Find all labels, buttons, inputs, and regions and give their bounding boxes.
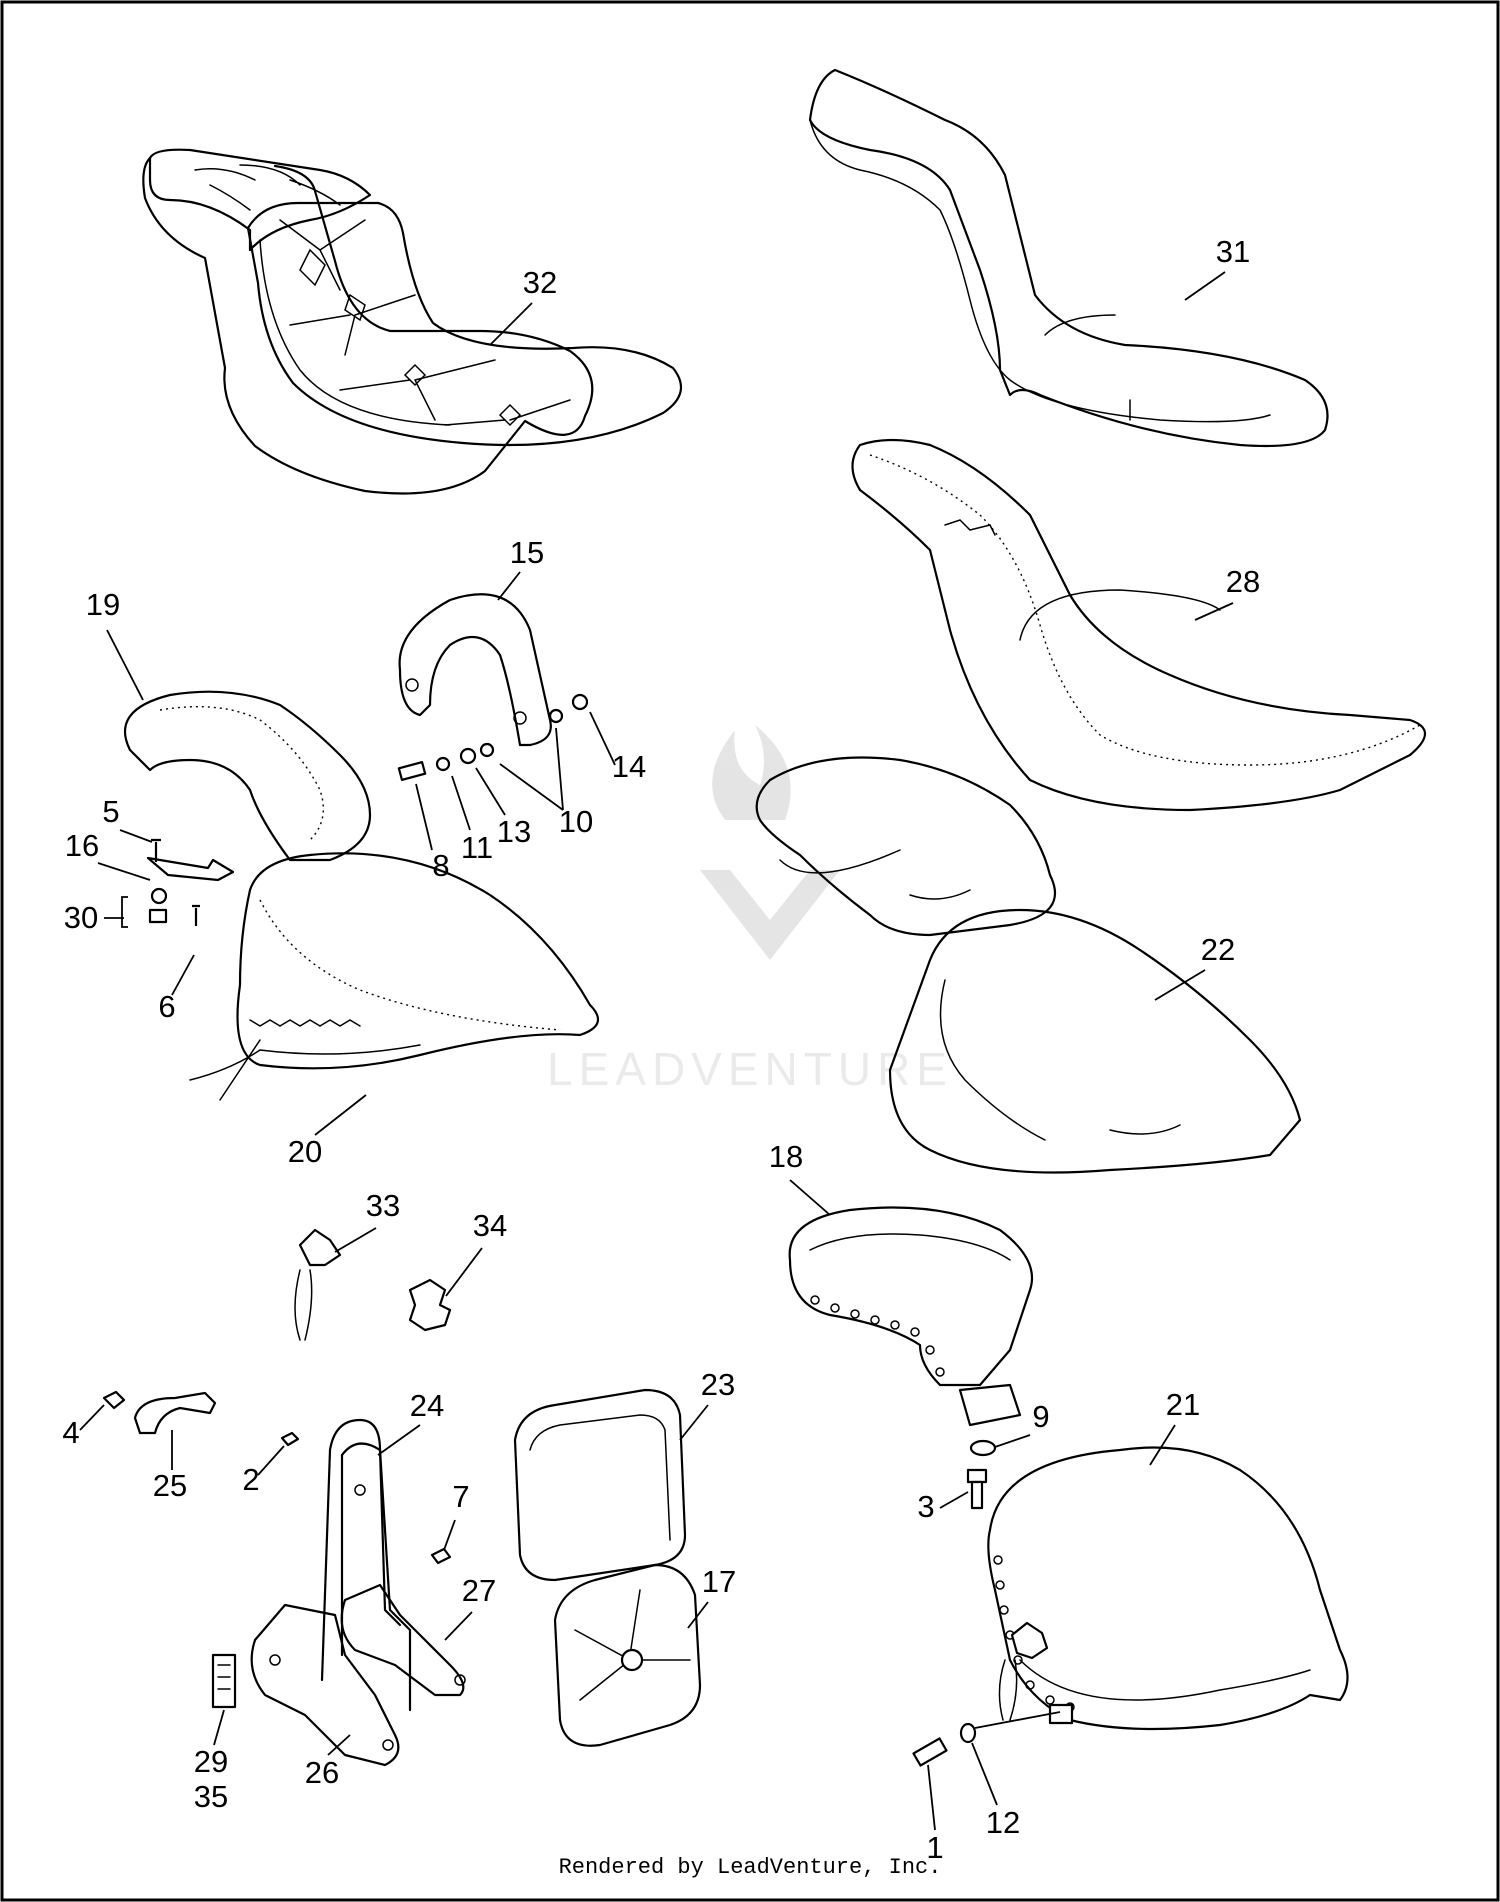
clip-34	[408, 1278, 452, 1332]
callout-2: 2	[242, 1462, 259, 1497]
solo-seat-20	[189, 852, 600, 1101]
watermark-logo	[700, 725, 840, 960]
callout-17: 17	[702, 1564, 736, 1599]
stud-row	[810, 1295, 945, 1377]
studded-solo-seat-21	[987, 1446, 1349, 1731]
seat-31-plain	[808, 68, 1329, 448]
callout-12: 12	[986, 1805, 1020, 1840]
callout-18: 18	[769, 1139, 803, 1174]
callout-27: 27	[462, 1573, 496, 1608]
callout-26: 26	[305, 1755, 339, 1790]
reflector-29-35	[211, 1653, 237, 1709]
callout-4: 4	[62, 1415, 79, 1450]
callout-21: 21	[1166, 1387, 1200, 1422]
grab-strap-15	[398, 593, 552, 747]
pillion-19	[124, 690, 372, 862]
callout-6: 6	[158, 989, 175, 1024]
watermark-text: LEADVENTURE	[547, 1043, 953, 1095]
callout-34: 34	[473, 1208, 507, 1243]
callout-35: 35	[194, 1779, 228, 1814]
hardware-set-14-13-11-10-8	[397, 693, 589, 782]
callout-23: 23	[701, 1367, 735, 1402]
callout-32: 32	[523, 265, 557, 300]
clip-33	[294, 1228, 342, 1341]
callout-13: 13	[497, 814, 531, 849]
side-plate-26	[250, 1603, 400, 1767]
callout-22: 22	[1201, 932, 1235, 967]
callout-28: 28	[1226, 564, 1260, 599]
callout-7: 7	[452, 1479, 469, 1514]
backrest-back-17	[553, 1563, 702, 1747]
callout-3: 3	[917, 1489, 934, 1524]
backrest-pad-23	[513, 1388, 687, 1582]
side-plate-27	[340, 1583, 466, 1697]
studded-pillion-18	[788, 1206, 1034, 1427]
callout-15: 15	[510, 535, 544, 570]
callout-5: 5	[102, 794, 119, 829]
callout-29: 29	[194, 1744, 228, 1779]
washer-9-bolt-3	[966, 1439, 997, 1510]
callout-25: 25	[153, 1468, 187, 1503]
callout-30: 30	[64, 900, 98, 935]
callout-14: 14	[612, 749, 646, 784]
callout-24: 24	[410, 1388, 444, 1423]
seat-22-backrest	[755, 756, 1302, 1174]
callout-8: 8	[432, 848, 449, 883]
callout-9: 9	[1032, 1399, 1049, 1434]
callout-1: 1	[926, 1830, 943, 1865]
hook-25-screw-4	[102, 1390, 217, 1435]
callout-31: 31	[1216, 234, 1250, 269]
callout-11: 11	[461, 830, 493, 865]
callout-19: 19	[86, 587, 120, 622]
footer-credit: Rendered by LeadVenture, Inc.	[558, 1855, 942, 1880]
screw-2	[280, 1431, 300, 1447]
screw-7	[430, 1547, 452, 1565]
seat-28-logo	[851, 438, 1427, 812]
bracket-set-16-5-6-30	[146, 838, 235, 926]
callout-20: 20	[288, 1134, 322, 1169]
seat-32-floral	[142, 148, 683, 495]
callout-16: 16	[65, 828, 99, 863]
callout-10: 10	[559, 804, 593, 839]
callout-33: 33	[366, 1188, 400, 1223]
sissy-bar-24	[320, 1418, 412, 1712]
bolt-1-washer-12	[912, 1722, 977, 1767]
